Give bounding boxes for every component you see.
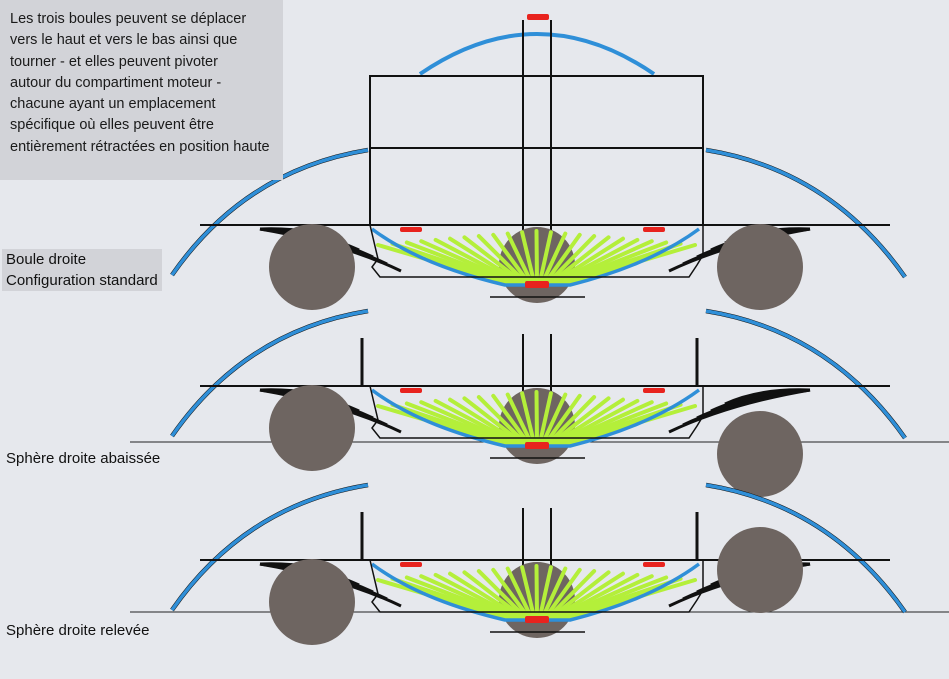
fan-ray	[551, 571, 625, 620]
middle-hull	[369, 147, 704, 226]
fan-ray	[433, 572, 520, 620]
right-wing	[705, 309, 907, 440]
left-marker	[400, 388, 422, 393]
fan-ray	[548, 396, 611, 446]
fan-ray	[534, 564, 539, 620]
fan-ray	[534, 229, 539, 285]
fan-ray	[545, 395, 597, 446]
fan-ray	[505, 566, 534, 620]
left-wing	[170, 309, 369, 437]
label-raised: Sphère droite relevée	[6, 622, 150, 639]
fan-ray	[537, 391, 553, 446]
intro-line: spécifique où elles peuvent être	[10, 117, 214, 134]
fan-ray	[520, 565, 537, 620]
vehicle-lowered	[130, 308, 949, 497]
intro-line: Les trois boules peuvent se déplacer	[10, 11, 247, 27]
fan-ray	[545, 234, 597, 285]
left-wing	[170, 148, 369, 276]
fan-ray	[537, 565, 553, 620]
fan-ray	[448, 571, 523, 620]
fan-ray	[545, 569, 597, 620]
fan-ray	[476, 569, 529, 620]
fan-ray	[476, 234, 529, 285]
fan-ray	[448, 236, 523, 285]
fan-ray	[404, 575, 515, 620]
bottom-marker	[525, 616, 549, 623]
bottom-marker	[525, 281, 549, 288]
fan-ray	[520, 391, 537, 446]
root-stroke	[668, 388, 811, 434]
right-ball	[717, 527, 803, 613]
fan-ray	[491, 567, 531, 620]
intro-line: entièrement rétractées en position haute	[10, 138, 270, 155]
lower-hull-line	[370, 227, 701, 287]
fan-ray	[404, 401, 515, 446]
fan-ray	[537, 230, 553, 285]
lower-hull-line	[370, 388, 701, 448]
fan-ray	[462, 570, 526, 620]
fan-ray	[534, 390, 539, 446]
lower-hull-line	[370, 562, 701, 622]
fan-ray	[433, 237, 520, 285]
right-wing	[705, 483, 907, 614]
fan-ray	[419, 239, 518, 285]
upper-hull	[369, 75, 704, 149]
label-standard: Boule droite Configuration standard	[2, 249, 162, 291]
vehicle-standard	[170, 14, 907, 310]
right-marker	[643, 227, 665, 232]
right-wing	[705, 148, 907, 279]
left-ball	[269, 224, 355, 310]
fan-ray	[543, 567, 582, 620]
label-lowered: Sphère droite abaissée	[6, 450, 161, 467]
fan-ray	[505, 231, 534, 285]
left-ball	[269, 385, 355, 471]
left-ball	[269, 559, 355, 645]
intro-line: chacune ayant un emplacement	[10, 96, 216, 113]
fan-ray	[404, 240, 515, 285]
fan-ray	[505, 392, 534, 446]
fan-ray	[554, 572, 640, 620]
fan-ray	[543, 393, 582, 446]
label-standard-subtitle: Configuration standard	[6, 272, 158, 289]
intro-line: vers le haut et vers le bas ainsi que	[10, 32, 238, 49]
fan-ray	[540, 566, 568, 620]
fan-ray	[543, 232, 582, 285]
label-standard-title: Boule droite	[6, 251, 87, 268]
fan-ray	[476, 395, 529, 446]
fan-ray	[540, 392, 568, 446]
right-marker	[643, 388, 665, 393]
fan-ray	[491, 232, 531, 285]
vehicle-raised	[130, 482, 949, 645]
left-wing	[170, 483, 369, 611]
fan-ray	[433, 398, 520, 446]
fan-ray	[462, 396, 526, 446]
bottom-marker	[525, 442, 549, 449]
intro-line: autour du compartiment moteur -	[10, 74, 222, 91]
intro-line: tourner - et elles peuvent pivoter	[10, 53, 218, 70]
fan-ray	[554, 237, 640, 285]
fan-ray	[548, 570, 611, 620]
right-marker	[643, 562, 665, 567]
left-marker	[400, 562, 422, 567]
fan-ray	[462, 235, 526, 285]
fan-ray	[551, 236, 625, 285]
fan-ray	[491, 393, 531, 446]
fan-ray	[419, 574, 518, 620]
fan-ray	[540, 231, 568, 285]
fan-ray	[551, 397, 625, 446]
fan-ray	[548, 235, 611, 285]
fan-ray	[448, 397, 523, 446]
fan-ray	[520, 230, 537, 285]
left-marker	[400, 227, 422, 232]
top-dome	[418, 32, 656, 76]
top-marker	[527, 14, 549, 20]
fan-ray	[554, 398, 640, 446]
intro-caption: Les trois boules peuvent se déplacer ver…	[0, 0, 283, 180]
right-ball	[717, 411, 803, 497]
fan-ray	[419, 400, 518, 446]
right-ball	[717, 224, 803, 310]
